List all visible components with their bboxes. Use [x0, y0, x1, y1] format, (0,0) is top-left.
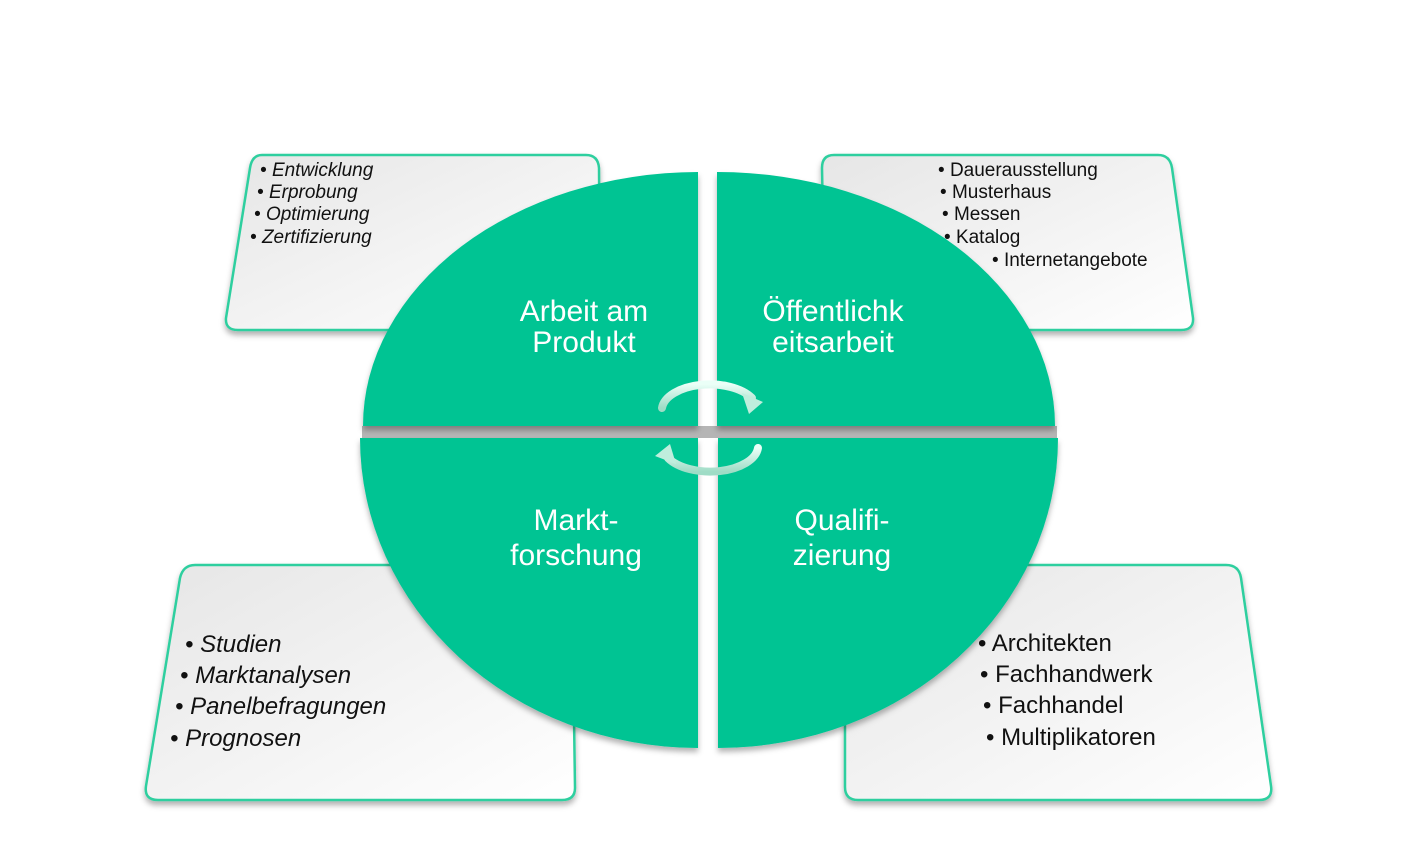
- list-item: • Internetangebote: [992, 250, 1148, 271]
- segment-bottom-right[interactable]: Qualifi-zierung: [718, 438, 1058, 748]
- list-item: • Fachhandel: [983, 692, 1124, 719]
- list-item: • Musterhaus: [940, 182, 1051, 203]
- list-item: • Marktanalysen: [180, 662, 351, 689]
- list-item: • Entwicklung: [260, 160, 374, 181]
- list-item: • Zertifizierung: [250, 227, 372, 248]
- list-item: • Studien: [185, 631, 281, 658]
- list-item: • Dauerausstellung: [938, 160, 1098, 181]
- list-item: • Multiplikatoren: [986, 724, 1156, 751]
- cycle-arrows-icon: [655, 380, 763, 476]
- list-item: • Panelbefragungen: [175, 693, 386, 720]
- segment-bottom-left[interactable]: Markt-forschung: [360, 438, 698, 748]
- list-item: • Messen: [942, 204, 1020, 225]
- separator: [362, 426, 1057, 438]
- list-item: • Erprobung: [257, 182, 358, 203]
- segment-label: Markt-forschung: [510, 504, 642, 572]
- list-item: • Architekten: [978, 630, 1112, 657]
- list-item: • Prognosen: [170, 725, 301, 752]
- list-item: • Fachhandwerk: [980, 661, 1153, 688]
- list-item: • Katalog: [944, 227, 1020, 248]
- list-item: • Optimierung: [254, 204, 370, 225]
- segment-label: Qualifi-zierung: [793, 504, 891, 572]
